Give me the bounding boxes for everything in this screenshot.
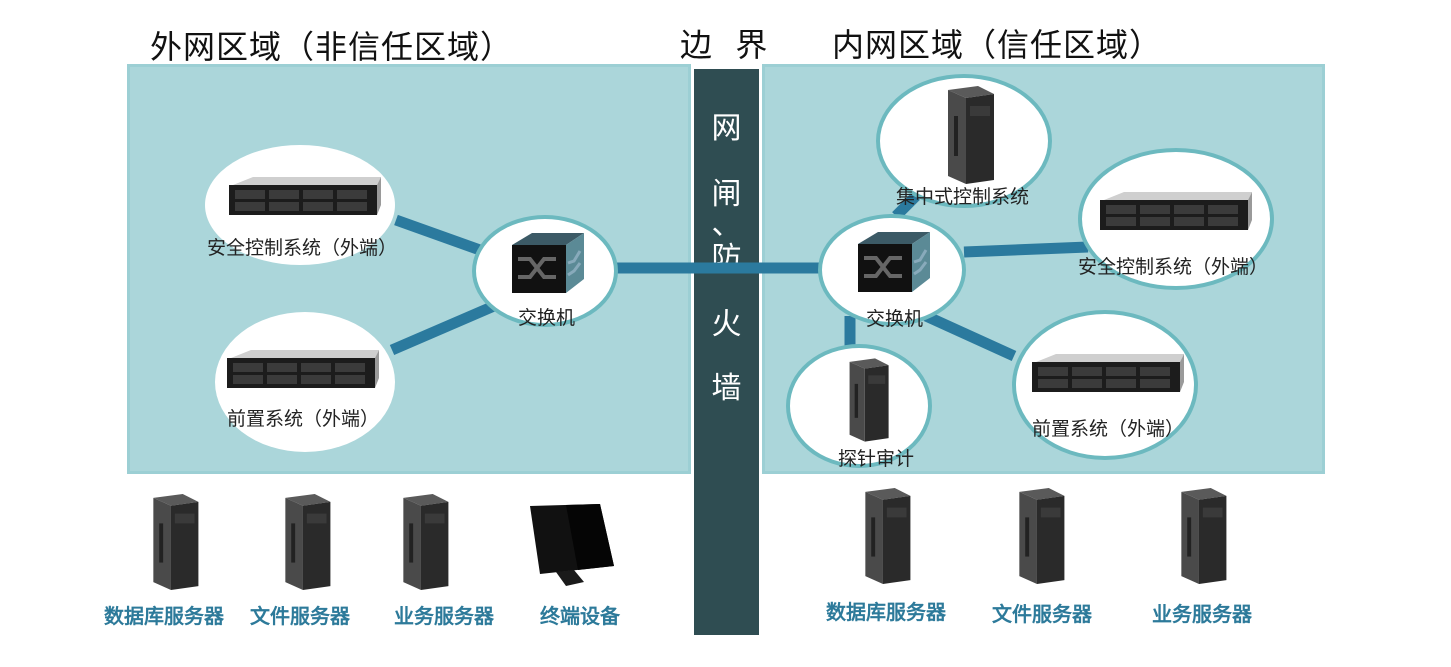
tower-server-icon — [153, 494, 199, 590]
tower-server-icon — [849, 358, 889, 442]
inner-security-node[interactable]: 安全控制系统（外端） — [1078, 148, 1274, 290]
inner-central-label: 集中式控制系统 — [896, 186, 1030, 208]
wall-char: 、 — [711, 207, 742, 242]
inner-switch-label: 交换机 — [866, 308, 924, 330]
tower-server-icon — [948, 86, 994, 184]
wall-char: 火 — [711, 307, 742, 342]
boundary-title: 边 界 — [680, 26, 769, 64]
tower-server-icon — [285, 494, 331, 590]
link-inner-switch-security — [963, 241, 1089, 258]
outer-device-db-label: 数据库服务器 — [104, 604, 224, 628]
wall-char: 网 — [711, 111, 742, 146]
tower-server-icon — [1019, 488, 1065, 584]
outer-device-db[interactable] — [130, 494, 210, 590]
outer-zone-title: 外网区域（非信任区域） — [150, 28, 514, 66]
inner-security-label: 安全控制系统（外端） — [1078, 256, 1269, 278]
switch-icon — [858, 232, 930, 292]
rack-server-icon — [229, 177, 381, 215]
outer-security-label: 安全控制系统（外端） — [207, 237, 398, 259]
inner-zone-title: 内网区域（信任区域） — [832, 26, 1163, 64]
rack-server-icon — [227, 350, 379, 388]
switch-icon — [512, 233, 584, 293]
wall-char: 闸 — [711, 177, 742, 212]
inner-probe-label: 探针审计 — [838, 448, 915, 470]
inner-switch-node[interactable]: 交换机 — [818, 214, 966, 330]
outer-device-file-label: 文件服务器 — [250, 604, 350, 628]
monitor-icon — [530, 504, 614, 586]
inner-device-biz[interactable] — [1158, 488, 1238, 584]
tower-server-icon — [403, 494, 449, 590]
inner-device-file[interactable] — [996, 488, 1076, 584]
outer-switch-label: 交换机 — [518, 307, 576, 329]
inner-front-label: 前置系统（外端） — [1032, 418, 1185, 440]
outer-security-node[interactable]: 安全控制系统（外端） — [205, 145, 398, 265]
link-outer-front-switch — [389, 300, 497, 356]
outer-switch-node[interactable]: 交换机 — [472, 215, 618, 329]
inner-central-node[interactable]: 集中式控制系统 — [876, 74, 1052, 208]
inner-device-db-label: 数据库服务器 — [826, 600, 946, 624]
tower-server-icon — [865, 488, 911, 584]
outer-device-terminal[interactable] — [526, 502, 620, 588]
outer-device-terminal-label: 终端设备 — [540, 604, 620, 628]
wall-char: 墙 — [711, 371, 742, 406]
outer-front-label: 前置系统（外端） — [227, 408, 380, 430]
outer-device-biz-label: 业务服务器 — [394, 604, 494, 628]
tower-server-icon — [1181, 488, 1227, 584]
link-inner-central-switch — [892, 192, 920, 220]
inner-front-node[interactable]: 前置系统（外端） — [1012, 310, 1198, 460]
inner-device-file-label: 文件服务器 — [992, 602, 1092, 626]
outer-device-biz[interactable] — [380, 494, 460, 590]
link-outer-security-switch — [394, 214, 482, 256]
gateway-firewall: 网 闸 、 防 火 墙 — [691, 66, 762, 638]
rack-server-icon — [1032, 354, 1184, 392]
link-inner-switch-front — [923, 310, 1017, 362]
inner-probe-node[interactable]: 探针审计 — [786, 344, 932, 470]
inner-device-db[interactable] — [842, 488, 922, 584]
outer-device-file[interactable] — [262, 494, 342, 590]
rack-server-icon — [1100, 192, 1252, 230]
outer-front-node[interactable]: 前置系统（外端） — [215, 312, 395, 452]
inner-device-biz-label: 业务服务器 — [1152, 602, 1252, 626]
